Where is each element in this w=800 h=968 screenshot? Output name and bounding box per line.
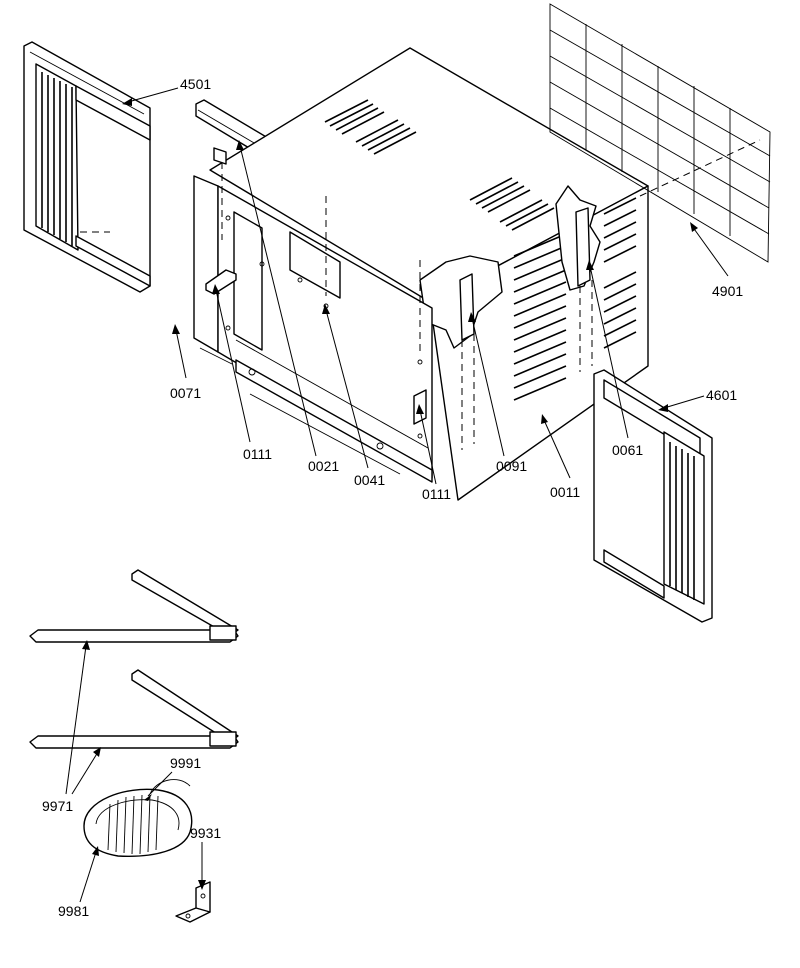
power-cord-coil-9991: [83, 779, 193, 857]
cabinet-top-vents-front: [324, 99, 417, 155]
left-side-curtain-4501: [23, 41, 151, 293]
callout-0011: 0011: [550, 484, 580, 500]
cabinet-top-vents-rear: [469, 177, 555, 231]
top-bracket-0021: [213, 147, 227, 165]
callout-4501: 4501: [180, 76, 211, 92]
callout-4601: 4601: [706, 387, 737, 403]
callout-9931: 9931: [190, 825, 221, 841]
left-curtain-louvers: [41, 72, 73, 246]
cabinet-side-louvers: [513, 197, 637, 401]
side-seal-0061: [575, 207, 593, 372]
cabinet-0011: [209, 47, 649, 501]
support-angle-upper-9971: [29, 569, 239, 643]
right-side-curtain-4601: [593, 369, 713, 623]
callout-4901: 4901: [712, 283, 743, 299]
callout-9971: 9971: [42, 798, 73, 814]
callout-9991: 9991: [170, 755, 201, 771]
mounting-bracket-9931: [175, 881, 211, 923]
callout-0041: 0041: [354, 472, 385, 488]
right-curtain-louvers: [669, 442, 695, 600]
callout-0061: 0061: [612, 442, 643, 458]
bracket-0111-left: [205, 269, 237, 295]
callout-0111-right: 0111: [422, 486, 451, 502]
callout-0111-left: 0111: [243, 446, 272, 462]
leader-lines: [65, 87, 729, 903]
callout-9981: 9981: [58, 903, 89, 919]
base-pan-chassis: [193, 175, 433, 483]
callout-0021: 0021: [308, 458, 339, 474]
callout-0071: 0071: [170, 385, 201, 401]
screw-holes: [225, 215, 423, 450]
callout-0091: 0091: [496, 458, 527, 474]
side-seal-0091: [459, 273, 475, 450]
rear-grille-4901: [549, 3, 771, 263]
callout-labels: 4501 4901 4601 0071 0111 0021 0041 0111 …: [42, 76, 743, 919]
support-angle-lower-9971: [29, 669, 239, 749]
